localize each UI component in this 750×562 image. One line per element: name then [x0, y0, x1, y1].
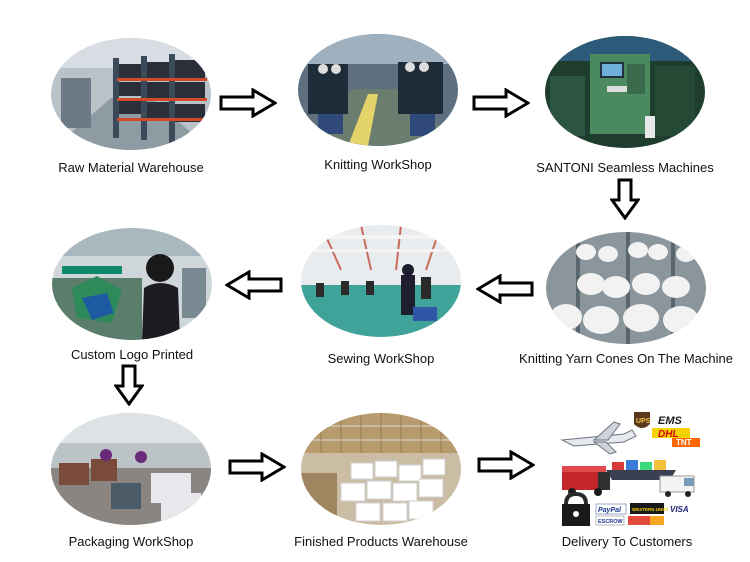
finished-products-warehouse-photo — [301, 413, 461, 525]
arrow-left-icon — [476, 274, 534, 304]
knitting-workshop-label: Knitting WorkShop — [324, 157, 432, 172]
western-union-logo: WESTERN UNION — [632, 507, 670, 512]
cargo-ship-icon — [606, 460, 676, 480]
paypal-logo: PayPal — [598, 507, 622, 514]
packaging-workshop-photo — [51, 413, 211, 525]
arrow-right-icon — [219, 88, 277, 118]
escrow-logo: ESCROW — [598, 519, 624, 525]
finished-products-warehouse-label: Finished Products Warehouse — [294, 534, 468, 549]
raw-material-warehouse-photo — [51, 38, 211, 150]
arrow-down-icon — [114, 364, 144, 406]
arrow-right-icon — [472, 88, 530, 118]
knitting-yarn-cones-photo — [546, 232, 706, 344]
airplane-icon — [560, 421, 637, 455]
van-icon — [659, 475, 695, 497]
tnt-logo: TNT — [676, 438, 692, 447]
dhl-logo: DHL — [658, 429, 679, 440]
sewing-workshop-label: Sewing WorkShop — [327, 351, 435, 366]
ups-logo: UPS — [634, 412, 651, 428]
svg-text:UPS: UPS — [636, 418, 651, 425]
custom-logo-printed-photo — [52, 228, 212, 340]
knitting-yarn-cones-label: Knitting Yarn Cones On The Machine — [519, 351, 733, 366]
arrow-right-icon — [477, 450, 535, 480]
custom-logo-printed-label: Custom Logo Printed — [70, 347, 194, 362]
ems-logo: EMS — [658, 415, 683, 427]
arrow-down-icon — [610, 178, 640, 220]
delivery-illustration: UPS EMS DHL TNT — [554, 410, 704, 530]
sewing-workshop-photo — [301, 225, 461, 337]
padlock-icon — [562, 491, 590, 526]
arrow-right-icon — [228, 452, 286, 482]
santoni-seamless-machines-photo — [545, 36, 705, 148]
santoni-seamless-machines-label: SANTONI Seamless Machines — [536, 160, 714, 175]
delivery-to-customers-label: Delivery To Customers — [561, 534, 693, 549]
raw-material-warehouse-label: Raw Material Warehouse — [58, 160, 204, 175]
truck-icon — [562, 466, 610, 496]
visa-logo: VISA — [670, 505, 689, 514]
packaging-workshop-label: Packaging WorkShop — [68, 534, 194, 549]
knitting-workshop-photo — [298, 34, 458, 146]
arrow-left-icon — [225, 270, 283, 300]
